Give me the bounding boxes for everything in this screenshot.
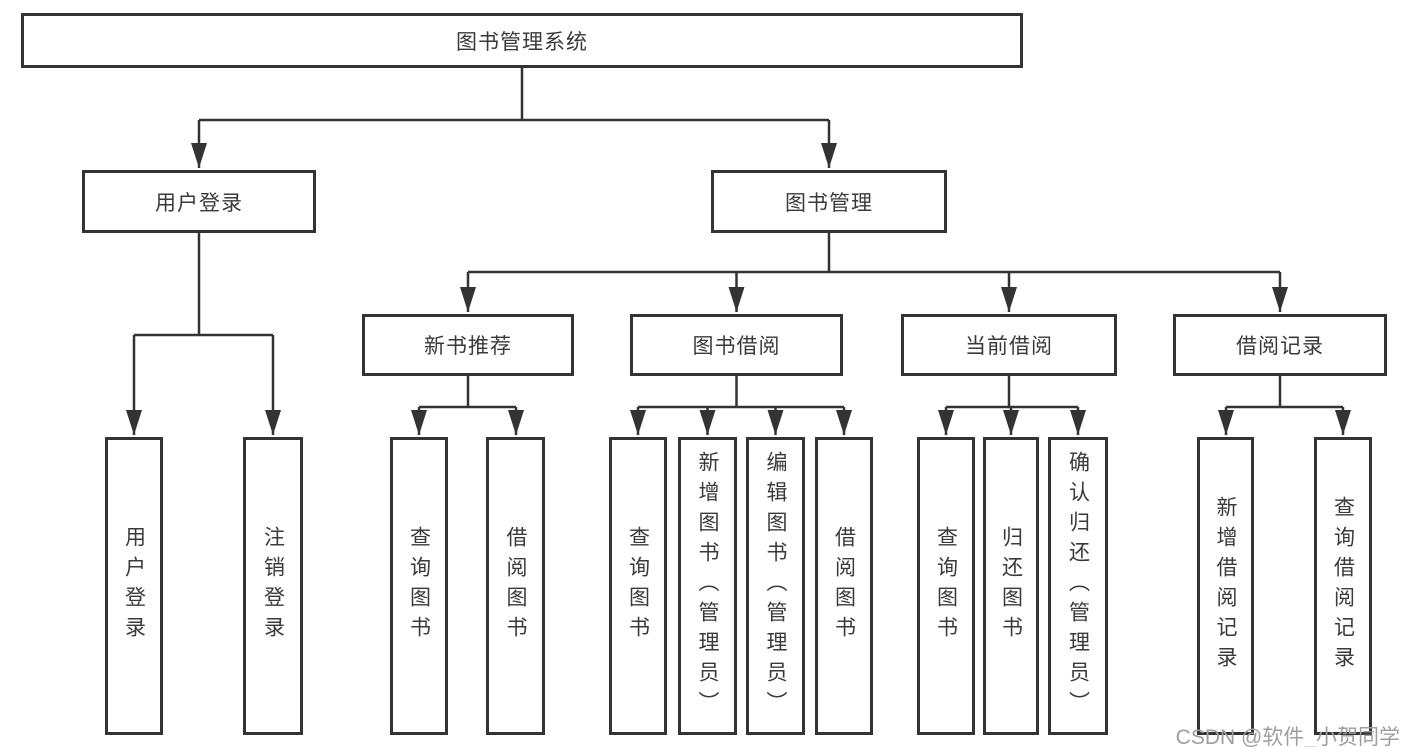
leaf-user-login: 用户登录	[105, 437, 163, 735]
node-system-root: 图书管理系统	[21, 13, 1023, 68]
edge-trunks	[134, 68, 1343, 409]
node-label: 用户登录	[155, 191, 243, 215]
node-label: 借阅图书	[832, 526, 856, 646]
node-label: 确认归还（管理员）	[1066, 451, 1090, 721]
leaf-query-books: 查询图书	[609, 437, 667, 735]
node-current-borrowing: 当前借阅	[901, 314, 1117, 376]
leaf-query-books: 查询图书	[390, 437, 448, 735]
node-book-management: 图书管理	[711, 170, 947, 233]
node-user-login: 用户登录	[82, 170, 316, 233]
node-label: 注销登录	[261, 526, 285, 646]
node-label: 借阅图书	[504, 526, 527, 646]
node-label: 查询图书	[407, 526, 431, 646]
leaf-query-borrow-record: 查询借阅记录	[1314, 437, 1372, 735]
node-borrowing-records: 借阅记录	[1173, 314, 1387, 376]
leaf-query-books: 查询图书	[917, 437, 975, 735]
node-label: 归还图书	[999, 526, 1023, 646]
leaf-confirm-return-admin: 确认归还（管理员）	[1048, 437, 1108, 735]
node-label: 新书推荐	[424, 335, 512, 358]
node-new-book-recommendation: 新书推荐	[362, 314, 574, 376]
node-label: 用户登录	[122, 526, 146, 646]
leaf-edit-books-admin: 编辑图书（管理员）	[746, 437, 805, 735]
leaf-return-books: 归还图书	[983, 437, 1039, 735]
edge-arrows	[126, 120, 1351, 435]
node-label: 编辑图书（管理员）	[764, 451, 787, 721]
node-label: 新增图书（管理员）	[696, 451, 719, 721]
node-book-borrowing: 图书借阅	[630, 314, 843, 376]
tree-edges	[126, 68, 1351, 435]
leaf-add-borrow-record: 新增借阅记录	[1197, 437, 1254, 735]
leaf-logout: 注销登录	[243, 437, 303, 735]
csdn-watermark: CSDN @软件_小贺同学	[1175, 726, 1400, 747]
node-label: 借阅记录	[1236, 335, 1324, 358]
node-label: 图书管理	[785, 191, 873, 215]
node-label: 图书借阅	[692, 335, 781, 358]
node-label: 当前借阅	[965, 335, 1053, 358]
node-label: 图书管理系统	[456, 30, 588, 54]
leaf-borrow-books: 借阅图书	[486, 437, 545, 735]
node-label: 新增借阅记录	[1214, 496, 1237, 676]
node-label: 查询图书	[626, 526, 650, 646]
leaf-borrow-books: 借阅图书	[815, 437, 873, 735]
node-label: 查询图书	[934, 526, 958, 646]
leaf-add-books-admin: 新增图书（管理员）	[678, 437, 737, 735]
node-label: 查询借阅记录	[1331, 496, 1355, 676]
